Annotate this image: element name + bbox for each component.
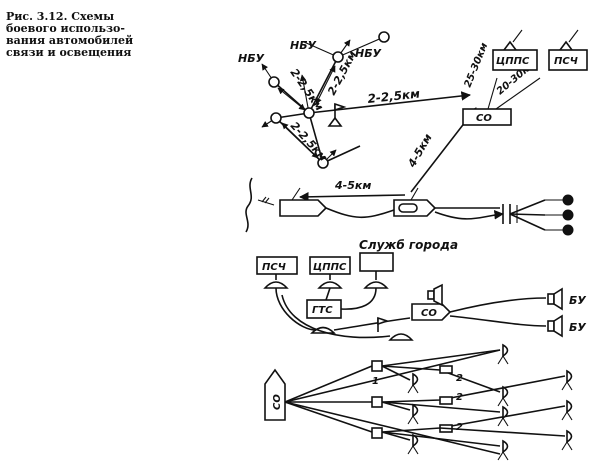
num-1-label: 1 [372, 376, 379, 387]
num-2c-label: 2 [456, 422, 463, 433]
label-nbu-3: НБУ [355, 47, 382, 60]
spotlight-icon-1 [562, 194, 574, 206]
flag-icon [327, 102, 347, 127]
so2-vehicle [411, 303, 452, 321]
psch2-box [256, 256, 298, 275]
bu2-label: БУ [569, 321, 586, 334]
node-nbu-left [268, 76, 280, 88]
label-nbu-2: НБУ [290, 39, 317, 52]
scheme-2-city-network: Служб города ПСЧ ЦППС ГТС [256, 238, 586, 341]
scheme-1-field-deployment: НБУ НБУ НБУ 2-2,5км 2-2,5км 2-2,5км 2-2,… [238, 29, 588, 202]
vehicle-row [245, 177, 574, 236]
spotlight-icon-2 [562, 209, 574, 221]
label-distance-4: 2-2,5км [288, 119, 330, 163]
so-vehicle-top: СО [462, 77, 541, 126]
phone-icon-so [388, 333, 414, 341]
label-nbu-1: НБУ [238, 52, 265, 65]
psch-label: ПСЧ [554, 56, 578, 67]
caption-line-4: связи и освещения [6, 46, 132, 59]
spotlight-icon-3 [562, 224, 574, 236]
so2-label: СО [421, 308, 437, 319]
flag-icon-2 [377, 316, 390, 332]
tspps2-label: ЦППС [313, 262, 347, 273]
junction-box-3 [371, 427, 383, 439]
node-nbu-mid [332, 51, 344, 63]
scheme-3-lighting-layout: СО 1 2 2 2 [264, 343, 573, 461]
label-distance-7: 25-30км [463, 41, 491, 89]
tspps-box: ЦППС [492, 29, 538, 71]
loudspeaker-icon-so [427, 283, 443, 307]
label-distance-5: 4-5км [405, 132, 435, 171]
node-left-low [270, 112, 282, 124]
caption-line-2: боевого использо- [6, 22, 125, 35]
caption-line-1: Рис. 3.12. Схемы [6, 10, 115, 23]
caption-line-3: вания автомобилей [6, 34, 134, 47]
gts-label: ГТС [312, 305, 333, 316]
bu1-label: БУ [569, 294, 586, 307]
label-distance-3: 2-2,5км [367, 87, 421, 106]
scheme1-links [261, 36, 477, 202]
city-services-label: Служб города [359, 238, 458, 252]
unit-2-box-1 [439, 365, 453, 374]
node-nbu-right [378, 31, 390, 43]
loudspeaker-icon-bu2 [547, 314, 563, 338]
phone-icon-tspps [317, 274, 343, 289]
so-top-label: СО [476, 113, 492, 124]
vehicle-left-icon [279, 199, 328, 217]
phone-icon-psch [263, 274, 289, 289]
figure-caption: Рис. 3.12. Схемы боевого использо- вания… [6, 11, 174, 59]
loudspeaker-icon-bu1 [547, 287, 563, 311]
so3-label: СО [272, 394, 283, 410]
searchlight-icons [407, 343, 573, 461]
vehicle-center-icon [393, 199, 437, 217]
label-distance-1: 2-2,5км [288, 66, 326, 113]
label-distance-6: 4-5км [334, 179, 371, 192]
num-2b-label: 2 [456, 392, 463, 403]
phone-icon-gts [310, 326, 336, 334]
junction-box-2 [371, 396, 383, 408]
psch2-label: ПСЧ [262, 262, 286, 273]
node-bottom [317, 157, 329, 169]
node-center [303, 107, 315, 119]
city-services-box [359, 252, 394, 272]
psch-box: ПСЧ [548, 29, 588, 71]
junction-box-1 [371, 360, 383, 372]
unit-2-box-2 [439, 396, 453, 405]
tspps-label: ЦППС [496, 56, 530, 67]
phone-icon-city [363, 271, 389, 289]
num-2a-label: 2 [456, 373, 463, 384]
